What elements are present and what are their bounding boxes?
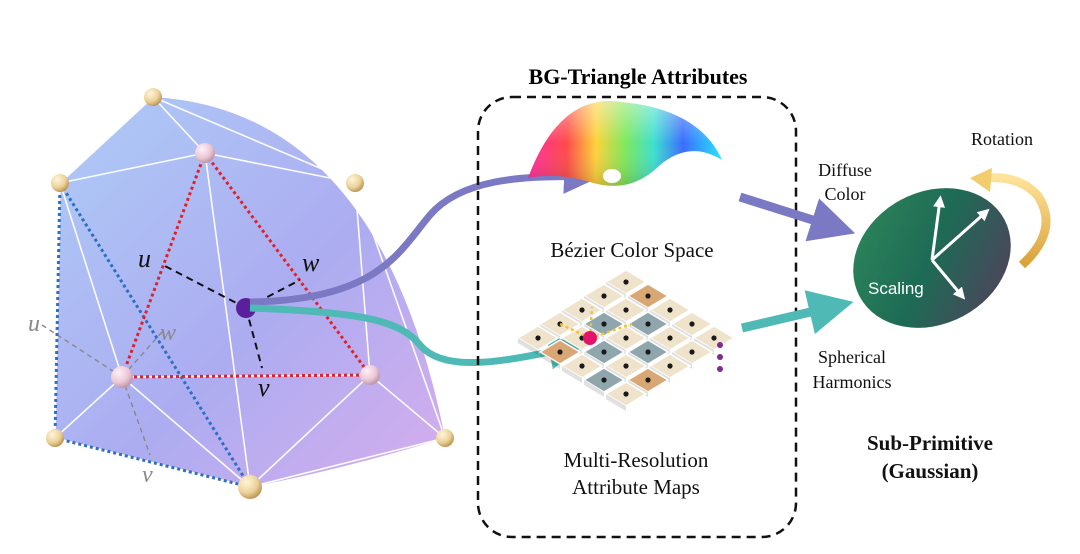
triangle-vertex-top [195,143,215,163]
rotation-label: Rotation [971,129,1033,149]
attribute-tile-dot [645,377,651,383]
control-polygon-grey [41,324,163,456]
axis-arrows [930,195,990,300]
attribute-tile-dot [689,321,695,327]
attribute-map-grid [516,269,736,411]
attribute-tile-dot [711,335,717,341]
rotation-arrow [984,173,1051,269]
gaussian-sub-primitive: Scaling Rotation Sub-Primitive (Gaussian… [853,129,1051,483]
diffuse-label-line2: Color [824,184,865,204]
attribute-tile-dot [601,377,607,383]
diffuse-label-line1: Diffuse [818,160,872,180]
more-levels-dots [717,342,723,372]
attribute-tile-shadow [562,366,582,383]
attribute-tile-dot [535,335,541,341]
attribute-tile-dot [623,363,629,369]
triangle-vertex-left [111,366,133,388]
maps-label-line1: Multi-Resolution [564,448,709,472]
attribute-tile-dot [645,321,651,327]
scaling-label: Scaling [868,279,924,298]
attribute-tile-shadow [540,352,560,369]
attribute-tile-shadow [584,380,604,397]
grey-w-label: w [160,320,176,346]
bezier-color-label: Bézier Color Space [550,238,713,262]
panel-border [476,95,798,539]
red-bg-triangle [120,152,372,379]
attributes-panel: BG-Triangle Attributes Bézier Color Spac… [476,64,798,539]
attribute-tile-shadow [606,394,626,411]
attribute-tile-dot [579,363,585,369]
attribute-tile-dot [667,335,673,341]
purple-curve-arrow [249,158,599,306]
vertex-right-bottom [436,429,454,447]
attribute-tile-dot [579,307,585,313]
sh-label-line2: Harmonics [813,372,892,392]
attribute-tile-dot [601,321,607,327]
sub-primitive-title: Sub-Primitive [867,431,993,455]
vertex-bottom [238,475,262,499]
maps-label-line2: Attribute Maps [572,475,700,499]
bary-v-label: v [258,373,270,402]
panel-title: BG-Triangle Attributes [529,64,748,89]
attribute-tile-dot [623,391,629,397]
attribute-tile-shadow [518,338,538,355]
rotation-arrowhead [970,168,992,192]
barycentric-lines [164,265,301,369]
map-sample-point [583,331,597,345]
grey-v-label: v [142,462,153,488]
vertex-right-top [346,174,364,192]
grey-u-label: u [28,311,40,337]
attribute-tile-dot [645,349,651,355]
mesh-vertices [46,88,454,499]
attribute-tile-dot [557,349,563,355]
attribute-tile-dot [689,349,695,355]
triangle-vertex-right [360,365,380,385]
attribute-tile-dot [623,279,629,285]
bary-w-label: w [302,248,320,277]
attribute-tile-dot [667,307,673,313]
bg-triangle-mesh: u w v u w v [28,88,454,499]
bezier-color-surface [528,100,722,186]
attribute-tile-dot [623,307,629,313]
attribute-tile-dot [645,293,651,299]
color-sample-dot [603,169,621,183]
diffuse-arrow [738,192,856,242]
sh-label-line1: Spherical [818,347,886,367]
vertex-left-bottom [46,429,64,447]
vertex-left-top [51,174,69,192]
bezier-surface [55,97,445,487]
vertex-top [144,88,162,106]
sh-arrow [740,290,854,335]
attribute-tile-dot [601,293,607,299]
attribute-map-dashes [559,306,633,340]
attribute-tile-dot [623,335,629,341]
teal-curve-arrow [249,304,584,370]
bary-u-label: u [138,244,151,273]
attribute-tile-dot [601,349,607,355]
attribute-tile-dot [667,363,673,369]
blue-boundary-edges [53,182,252,489]
sub-primitive-subtitle: (Gaussian) [882,459,979,483]
